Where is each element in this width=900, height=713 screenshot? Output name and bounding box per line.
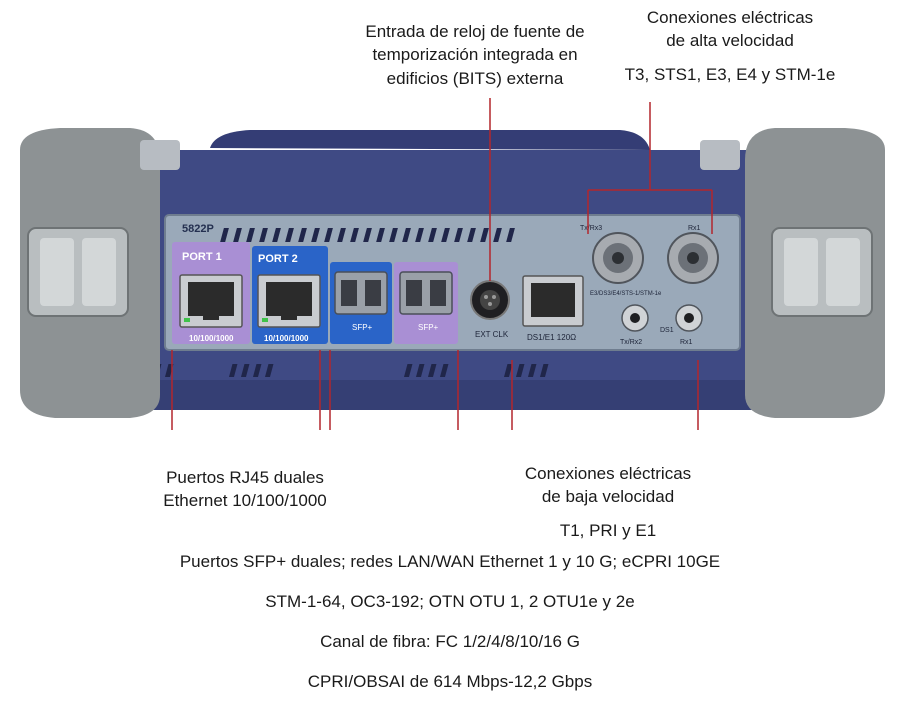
tx-high-label: Tx/Rx3 <box>580 225 602 232</box>
ext-clk-label: EXT CLK <box>475 330 509 339</box>
caption-high-speed-line-3: T3, STS1, E3, E4 y STM-1e <box>624 64 836 84</box>
caption-rj45: Puertos RJ45 duales Ethernet 10/100/1000 <box>115 466 375 513</box>
tx-low-label: Tx/Rx2 <box>620 339 642 346</box>
device-top <box>210 130 650 150</box>
caption-sfp-line-4: CPRI/OBSAI de 614 Mbps-12,2 Gbps <box>307 672 593 691</box>
rj45-port-2[interactable] <box>257 274 321 328</box>
port2-speed: 10/100/1000 <box>264 334 309 343</box>
ds1-e1-label: DS1/E1 120Ω <box>527 333 576 342</box>
caption-sfp-line-1: Puertos SFP+ duales; redes LAN/WAN Ether… <box>179 552 721 571</box>
caption-bits: Entrada de reloj de fuente de temporizac… <box>325 20 625 90</box>
sfp-port-1[interactable] <box>334 271 388 315</box>
device-illustration: 5822P PORT 1 PORT 2 10/100/1000 10/100/1… <box>20 98 885 430</box>
ds1-e1-port[interactable] <box>522 275 584 327</box>
right-bumper <box>700 128 885 418</box>
ds1-label: DS1 <box>660 327 674 334</box>
caption-high-speed-line-1: Conexiones eléctricas <box>646 8 814 27</box>
caption-high-speed-line-2: de alta velocidad <box>666 31 794 51</box>
caption-bits-line-3: edificios (BITS) externa <box>386 68 564 88</box>
rj45-port-1[interactable] <box>179 274 243 328</box>
caption-bits-line-1: Entrada de reloj de fuente de <box>365 22 585 41</box>
caption-rj45-line-2: Ethernet 10/100/1000 <box>163 491 327 511</box>
left-bumper <box>20 128 180 418</box>
caption-low-speed-line-3: T1, PRI y E1 <box>559 520 657 540</box>
bantam-rx1[interactable] <box>675 304 703 332</box>
caption-sfp-line-2: STM-1-64, OC3-192; OTN OTU 1, 2 OTU1e y … <box>265 592 635 611</box>
caption-low-speed: Conexiones eléctricas de baja velocidad … <box>478 462 738 542</box>
stm-label: E3/DS3/E4/STS-1/STM-1e <box>590 291 662 297</box>
sfp2-label: SFP+ <box>418 323 439 332</box>
caption-rj45-line-1: Puertos RJ45 duales <box>166 468 324 487</box>
sfp-port-2[interactable] <box>399 271 453 315</box>
caption-low-speed-line-2: de baja velocidad <box>541 487 675 507</box>
caption-sfp: Puertos SFP+ duales; redes LAN/WAN Ether… <box>50 553 850 713</box>
bantam-tx-rx2[interactable] <box>621 304 649 332</box>
port1-speed: 10/100/1000 <box>189 334 234 343</box>
ext-clk-connector[interactable] <box>470 280 510 320</box>
caption-high-speed: Conexiones eléctricas de alta velocidad … <box>600 6 860 86</box>
leader-lines <box>171 98 713 430</box>
caption-sfp-line-3: Canal de fibra: FC 1/2/4/8/10/16 G <box>320 632 580 651</box>
model-label: 5822P <box>182 223 214 235</box>
sfp1-label: SFP+ <box>352 323 373 332</box>
rx-high-label: Rx1 <box>688 225 701 232</box>
vents-top <box>220 228 515 242</box>
rx-low-label: Rx1 <box>680 339 693 346</box>
caption-low-speed-line-1: Conexiones eléctricas <box>524 464 692 483</box>
bnc-rx1[interactable] <box>667 232 719 284</box>
port1-label: PORT 1 <box>182 251 222 263</box>
caption-bits-line-2: temporización integrada en <box>372 45 578 65</box>
port2-label: PORT 2 <box>258 253 298 265</box>
bnc-tx-rx3[interactable] <box>592 232 644 284</box>
